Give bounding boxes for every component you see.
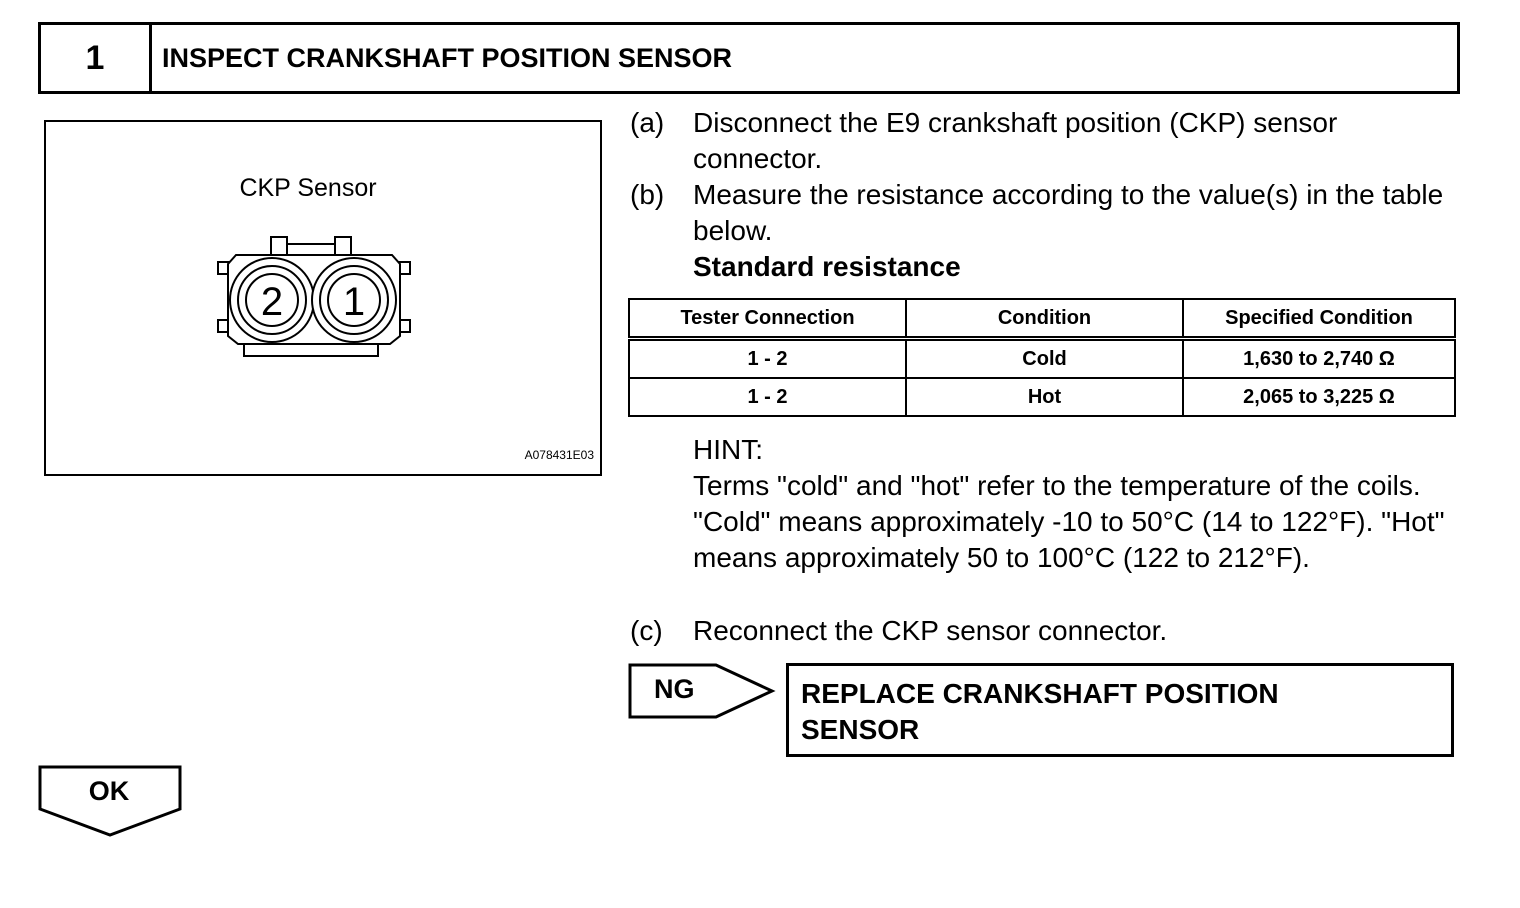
ok-arrow-icon xyxy=(38,765,182,837)
table-cell: 2,065 to 3,225 Ω xyxy=(1182,377,1456,417)
ng-arrow-icon xyxy=(628,663,776,719)
step-title: INSPECT CRANKSHAFT POSITION SENSOR xyxy=(162,42,733,73)
table-cell: Cold xyxy=(905,337,1184,379)
column-header: Condition xyxy=(905,298,1184,341)
connector-figure: CKP Sensor 2 1 A078431E03 xyxy=(44,120,602,476)
instruction-label: (a) xyxy=(630,107,665,138)
resistance-table: Tester Connection Condition Specified Co… xyxy=(628,298,1456,417)
table-cell: 1 - 2 xyxy=(628,377,907,417)
pin-2-label: 2 xyxy=(261,280,283,324)
hint-text: Terms "cold" and "hot" refer to the temp… xyxy=(693,470,1445,573)
column-header: Tester Connection xyxy=(628,298,907,341)
instruction-text: Reconnect the CKP sensor connector. xyxy=(693,615,1168,646)
pin-1-label: 1 xyxy=(343,280,365,324)
step-header: 1 INSPECT CRANKSHAFT POSITION SENSOR xyxy=(38,22,1460,94)
table-cell: Hot xyxy=(905,377,1184,417)
table-row: 1 - 2 Hot 2,065 to 3,225 Ω xyxy=(628,377,1456,417)
instruction-text: Measure the resistance according to the … xyxy=(693,179,1444,246)
table-row: 1 - 2 Cold 1,630 to 2,740 Ω xyxy=(628,337,1456,379)
standard-resistance-heading: Standard resistance xyxy=(693,251,961,282)
ok-label: OK xyxy=(88,776,130,806)
step-number: 1 xyxy=(41,25,152,91)
ng-action-box: REPLACE CRANKSHAFT POSITION SENSOR xyxy=(786,663,1454,757)
hint: HINT: Terms "cold" and "hot" refer to th… xyxy=(693,432,1463,576)
connector-diagram-icon: 2 1 xyxy=(217,236,411,357)
instruction-label: (c) xyxy=(630,615,663,646)
table-cell: 1,630 to 2,740 Ω xyxy=(1182,337,1456,379)
table-header-row: Tester Connection Condition Specified Co… xyxy=(628,298,1456,341)
ng-action-text: REPLACE CRANKSHAFT POSITION SENSOR xyxy=(801,678,1279,745)
figure-id: A078431E03 xyxy=(524,448,594,462)
hint-label: HINT: xyxy=(693,434,763,465)
instruction-text: Disconnect the E9 crankshaft position (C… xyxy=(693,107,1338,174)
figure-label: CKP Sensor xyxy=(239,174,377,202)
ng-label: NG xyxy=(654,674,695,704)
column-header: Specified Condition xyxy=(1182,298,1456,341)
table-cell: 1 - 2 xyxy=(628,337,907,379)
instruction-label: (b) xyxy=(630,179,665,210)
